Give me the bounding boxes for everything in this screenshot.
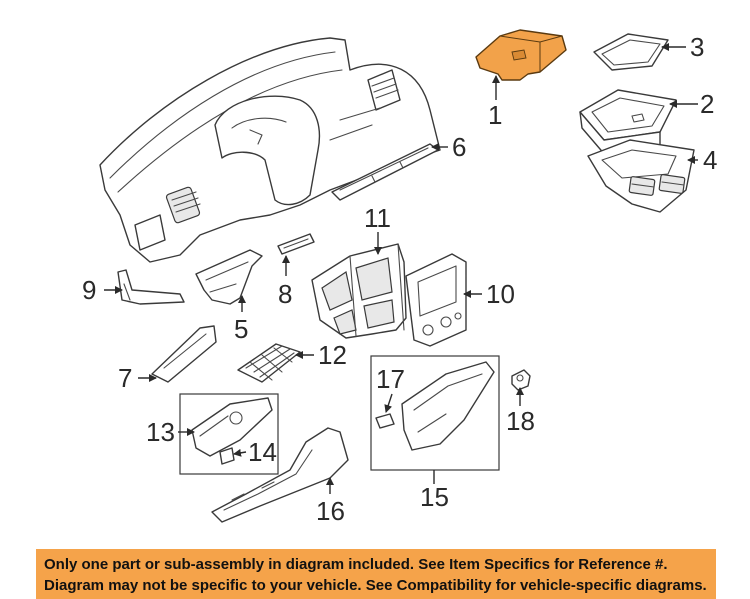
callout-5: 5 [234,314,248,344]
part-12-mesh-pad [237,343,301,383]
callout-10: 10 [486,279,515,309]
leader-lines [104,43,698,494]
disclaimer-line-2: Diagram may not be specific to your vehi… [44,577,707,594]
callout-11: 11 [364,203,391,233]
instrument-panel [99,37,441,263]
callout-17: 17 [376,364,405,394]
callout-8: 8 [278,279,292,309]
group-box-13-14 [179,393,279,475]
part-18-socket [511,369,531,391]
part-14-fastener [219,447,235,465]
part-7-strip [151,325,217,383]
disclaimer-banner: Only one part or sub-assembly in diagram… [36,549,716,599]
callout-2: 2 [700,89,714,119]
callout-13: 13 [146,417,175,447]
disclaimer-line-1: Only one part or sub-assembly in diagram… [44,556,668,573]
callout-7: 7 [118,363,132,393]
callout-6: 6 [452,132,466,162]
part-10-radio-bezel [405,253,467,347]
callout-numbers: 1 2 3 4 5 6 7 8 9 10 11 12 13 14 15 16 1… [82,32,717,526]
callout-18: 18 [506,406,535,436]
part-15-console-panel [401,361,495,451]
callout-16: 16 [316,496,345,526]
part-8-clip [277,233,315,255]
part-3-lid [593,33,669,71]
callout-14: 14 [248,437,277,467]
part-5-panel [195,249,263,305]
callout-9: 9 [82,275,96,305]
part-13-lower-panel [191,397,273,457]
callout-1: 1 [488,100,502,130]
part-16-kick-panel [211,427,349,523]
group-box-15-17 [370,355,500,471]
callout-12: 12 [318,340,347,370]
callout-15: 15 [420,482,449,512]
callout-4: 4 [703,145,717,175]
parts-diagram: 1 2 3 4 5 6 7 8 9 10 11 12 13 14 15 16 1… [82,29,717,526]
part-4-bezel [587,139,695,213]
part-1-highlighted [475,29,567,81]
callout-3: 3 [690,32,704,62]
part-11-frame [311,243,407,339]
part-9-end-trim [117,269,185,305]
part-17-clip [375,413,395,429]
